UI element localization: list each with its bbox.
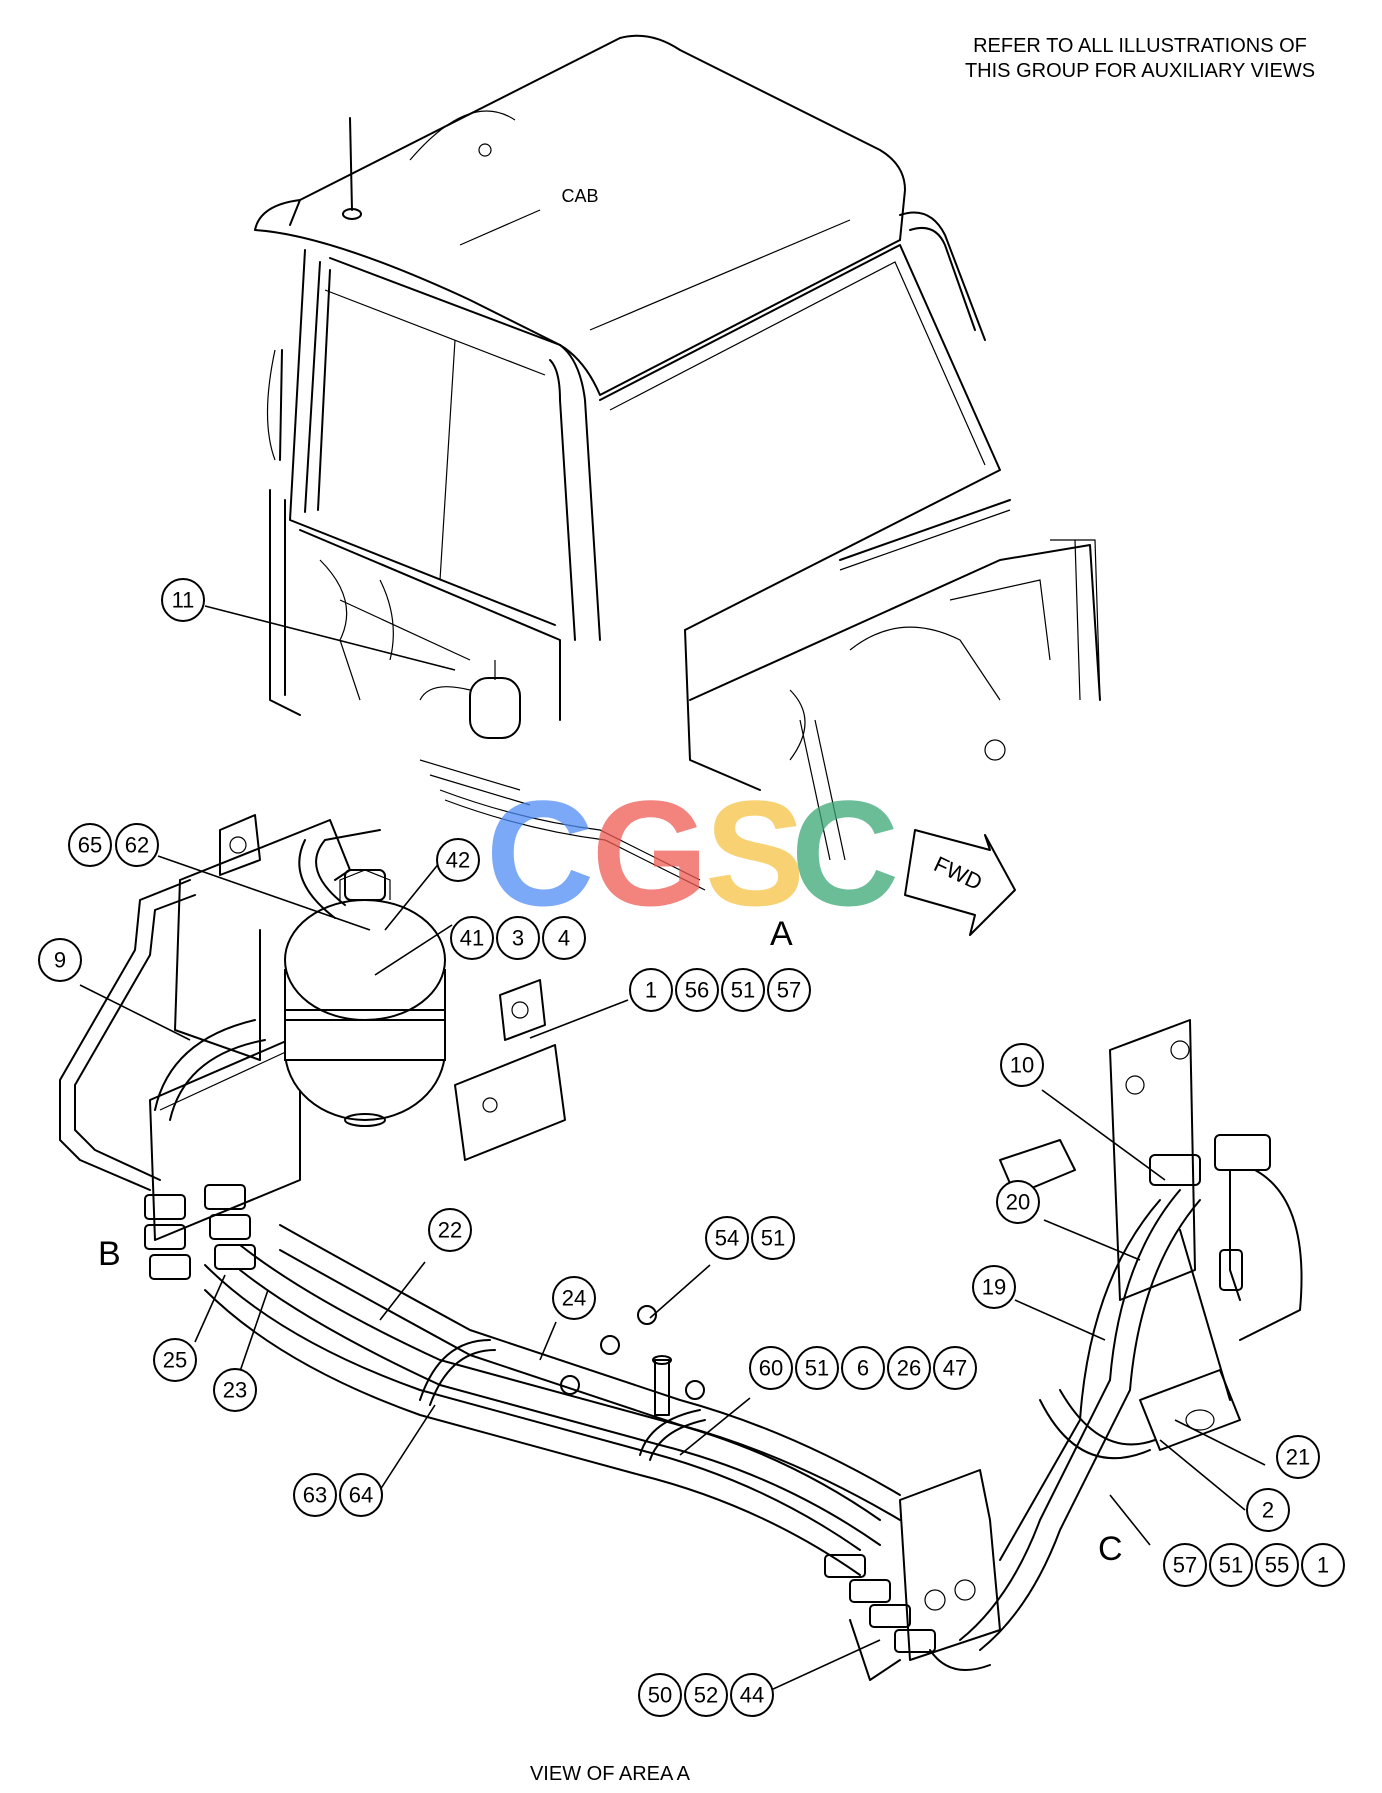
callout-10-text: 10: [1010, 1053, 1034, 1078]
callout-51-right-text: 51: [805, 1356, 829, 1381]
callout-6-text: 6: [857, 1356, 869, 1381]
watermark-letter-2: G: [592, 769, 709, 937]
callout-42-text: 42: [446, 848, 470, 873]
note-line-2: THIS GROUP FOR AUXILIARY VIEWS: [965, 60, 1315, 82]
callout-11: 11: [161, 578, 205, 622]
callout-10: 10: [1000, 1043, 1044, 1087]
callout-55-text: 55: [1265, 1553, 1289, 1578]
callout-64: 64: [339, 1473, 383, 1517]
leader-lines: [79, 605, 1266, 1696]
callout-41-text: 41: [460, 926, 484, 951]
callout-52: 52: [684, 1673, 728, 1717]
callout-62-text: 62: [125, 833, 149, 858]
callout-20: 20: [996, 1180, 1040, 1224]
note-line-1: REFER TO ALL ILLUSTRATIONS OF: [973, 35, 1307, 57]
callout-4-text: 4: [558, 926, 570, 951]
watermark-letter-1: C: [486, 769, 594, 937]
callout-51-lower: 51: [1209, 1543, 1253, 1587]
callout-55: 55: [1255, 1543, 1299, 1587]
callout-51-mid: 51: [751, 1216, 795, 1260]
callout-1-lower-text: 1: [1317, 1553, 1329, 1578]
cab-label: CAB: [561, 186, 598, 206]
callout-63-text: 63: [303, 1483, 327, 1508]
fwd-label: FWD: [930, 851, 986, 895]
callout-44: 44: [730, 1673, 774, 1717]
callout-57-upper: 57: [767, 968, 811, 1012]
callout-3-text: 3: [512, 926, 524, 951]
callout-52-text: 52: [694, 1683, 718, 1708]
callout-25: 25: [153, 1338, 197, 1382]
callout-42: 42: [436, 838, 480, 882]
callout-1-upper: 1: [629, 968, 673, 1012]
callout-63: 63: [293, 1473, 337, 1517]
callout-64-text: 64: [349, 1483, 373, 1508]
callout-11-text: 11: [172, 588, 195, 613]
callout-20-text: 20: [1006, 1190, 1030, 1215]
callout-3: 3: [496, 916, 540, 960]
watermark: C G S C: [486, 769, 899, 937]
callout-22-text: 22: [438, 1218, 462, 1243]
callout-65: 65: [68, 823, 112, 867]
callout-51-mid-text: 51: [761, 1226, 785, 1251]
callout-1-upper-text: 1: [645, 978, 657, 1003]
callout-6: 6: [841, 1346, 885, 1390]
callout-9-text: 9: [54, 948, 66, 973]
callout-44-text: 44: [740, 1683, 764, 1708]
callout-2-text: 2: [1262, 1498, 1274, 1523]
callout-21: 21: [1276, 1435, 1320, 1479]
callout-25-text: 25: [163, 1348, 187, 1373]
view-caption: VIEW OF AREA A: [530, 1763, 691, 1785]
callout-21-text: 21: [1286, 1445, 1310, 1470]
cab-drawing: [254, 34, 1101, 891]
callout-23-text: 23: [223, 1378, 247, 1403]
callout-9: 9: [38, 938, 82, 982]
callout-51-upper: 51: [721, 968, 765, 1012]
left-fittings: [144, 1184, 256, 1280]
callout-57-lower-text: 57: [1173, 1553, 1197, 1578]
callout-47: 47: [933, 1346, 977, 1390]
view-a-label: A: [770, 915, 793, 953]
callout-60: 60: [749, 1346, 793, 1390]
area-a-drawing: [59, 814, 1303, 1681]
callout-26: 26: [887, 1346, 931, 1390]
callout-4: 4: [542, 916, 586, 960]
fwd-arrow: [904, 829, 1016, 936]
callout-56: 56: [675, 968, 719, 1012]
callout-51-upper-text: 51: [731, 978, 755, 1003]
callout-50-text: 50: [648, 1683, 672, 1708]
watermark-letter-4: C: [791, 769, 899, 937]
callout-54-text: 54: [715, 1226, 739, 1251]
bolts: [560, 1305, 705, 1400]
callout-51-right: 51: [795, 1346, 839, 1390]
callout-1-lower: 1: [1301, 1543, 1345, 1587]
callout-54: 54: [705, 1216, 749, 1260]
callout-24-text: 24: [562, 1286, 586, 1311]
callout-26-text: 26: [897, 1356, 921, 1381]
callout-41: 41: [450, 916, 494, 960]
watermark-letter-3: S: [705, 769, 805, 937]
callout-24: 24: [552, 1276, 596, 1320]
callout-56-text: 56: [685, 978, 709, 1003]
callout-22: 22: [428, 1208, 472, 1252]
callout-19-text: 19: [982, 1275, 1006, 1300]
view-b-label: B: [98, 1235, 121, 1273]
callout-23: 23: [213, 1368, 257, 1412]
callout-65-text: 65: [78, 833, 102, 858]
callout-62: 62: [115, 823, 159, 867]
callout-51-lower-text: 51: [1219, 1553, 1243, 1578]
callout-2: 2: [1246, 1488, 1290, 1532]
callout-50: 50: [638, 1673, 682, 1717]
callout-57-lower: 57: [1163, 1543, 1207, 1587]
callout-47-text: 47: [943, 1356, 967, 1381]
callout-19: 19: [972, 1265, 1016, 1309]
view-c-label: C: [1098, 1530, 1123, 1568]
callout-60-text: 60: [759, 1356, 783, 1381]
callout-57-upper-text: 57: [777, 978, 801, 1003]
